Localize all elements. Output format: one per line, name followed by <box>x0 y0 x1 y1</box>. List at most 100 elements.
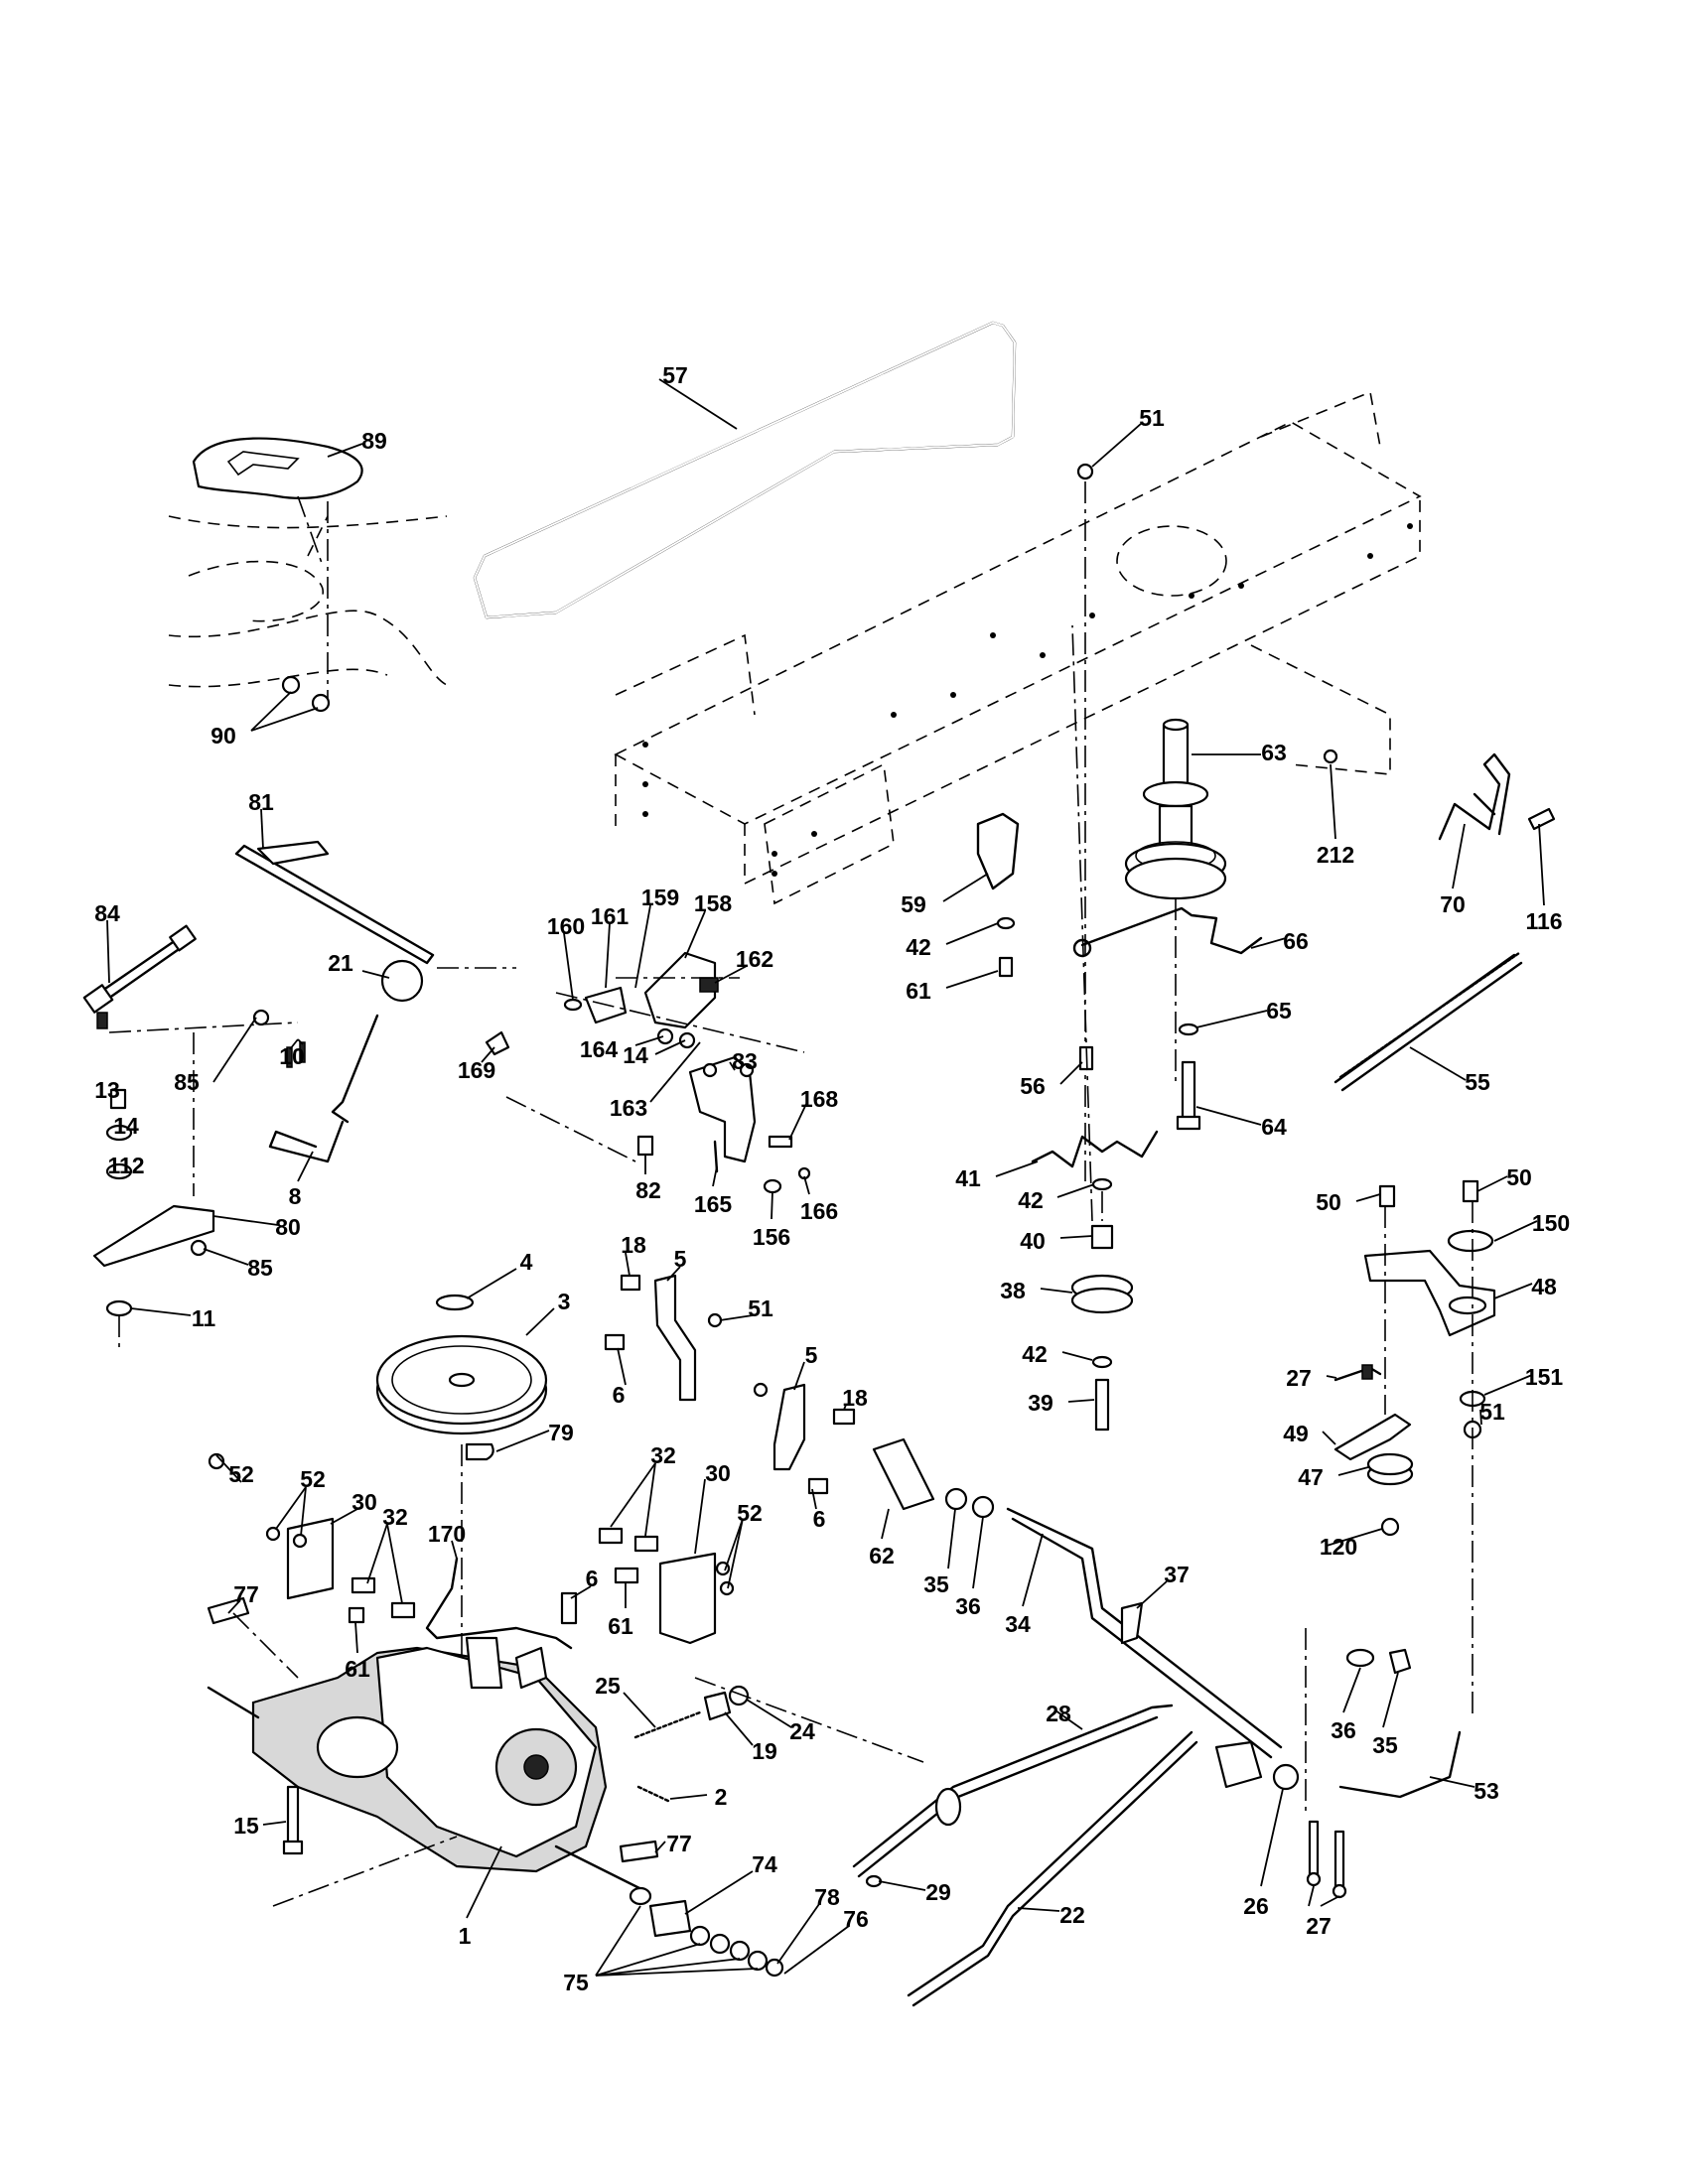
part-label-27b: 27 <box>1306 1913 1332 1939</box>
part-label-84: 84 <box>94 900 120 926</box>
part-label-70: 70 <box>1440 891 1466 917</box>
part-label-29: 29 <box>925 1879 951 1905</box>
spring-55-coils <box>1333 953 1523 1092</box>
part-label-18a: 18 <box>621 1232 646 1258</box>
part-label-3: 3 <box>558 1289 571 1314</box>
springs <box>633 1677 924 1804</box>
part-label-30b: 30 <box>351 1489 377 1515</box>
part-label-26: 26 <box>1243 1893 1269 1919</box>
part-label-77a: 77 <box>233 1581 259 1607</box>
bolt-64 <box>1176 1060 1201 1131</box>
rods-lower-right <box>852 1628 1462 2007</box>
part-label-159: 159 <box>641 885 679 910</box>
part-label-161: 161 <box>591 903 630 929</box>
part-label-77b: 77 <box>666 1831 692 1856</box>
bracket-70 <box>1438 752 1556 841</box>
nuts-90 <box>281 675 331 713</box>
part-label-32a: 32 <box>650 1442 676 1468</box>
part-label-27a: 27 <box>1286 1365 1312 1391</box>
pins-10 <box>286 1041 306 1068</box>
part-label-78: 78 <box>814 1884 840 1910</box>
part-label-50a: 50 <box>1316 1189 1341 1215</box>
part-label-34: 34 <box>1005 1611 1031 1637</box>
part-label-112: 112 <box>107 1153 144 1178</box>
pulley-63 <box>1124 718 1227 1082</box>
part-label-5b: 5 <box>805 1342 818 1368</box>
part-label-40: 40 <box>1020 1228 1046 1254</box>
part-label-170: 170 <box>428 1521 466 1547</box>
part-label-6b: 6 <box>813 1506 826 1532</box>
rod-66 <box>1080 906 1263 955</box>
part-label-85b: 85 <box>247 1255 273 1281</box>
bracket-5a <box>604 1274 723 1402</box>
part-label-76: 76 <box>843 1906 869 1932</box>
part-label-65: 65 <box>1266 998 1292 1024</box>
part-label-85a: 85 <box>174 1069 200 1095</box>
part-label-42c: 42 <box>1022 1341 1048 1367</box>
part-label-41: 41 <box>955 1165 981 1191</box>
frame-outline <box>614 390 1422 905</box>
part-label-61b: 61 <box>608 1613 633 1639</box>
part-label-168: 168 <box>800 1086 839 1112</box>
part-label-90: 90 <box>210 723 236 749</box>
rod-84 <box>82 924 299 1033</box>
part-label-116: 116 <box>1525 908 1562 934</box>
part-label-212: 212 <box>1317 842 1354 868</box>
part-label-13: 13 <box>94 1077 120 1103</box>
part-label-156: 156 <box>753 1224 790 1250</box>
stack-41 <box>1031 624 1159 1432</box>
part-label-66: 66 <box>1283 928 1309 954</box>
part-label-52a: 52 <box>228 1461 254 1487</box>
part-label-160: 160 <box>547 913 585 939</box>
part-label-52c: 52 <box>737 1500 763 1526</box>
plate-30b <box>560 1527 735 1645</box>
part-label-5a: 5 <box>674 1246 687 1272</box>
part-label-120: 120 <box>1320 1534 1357 1560</box>
part-label-6c: 6 <box>586 1566 599 1591</box>
pulley-3 <box>375 1294 548 1658</box>
part-label-61a: 61 <box>906 978 931 1004</box>
part-label-32b: 32 <box>382 1504 408 1530</box>
part-label-150: 150 <box>1532 1210 1570 1236</box>
bracket-165 <box>688 1055 757 1173</box>
part-label-35a: 35 <box>923 1571 949 1597</box>
part-label-79: 79 <box>548 1420 574 1445</box>
part-label-47: 47 <box>1298 1464 1324 1490</box>
part-label-89: 89 <box>361 428 387 454</box>
part-label-55: 55 <box>1465 1069 1490 1095</box>
part-label-19: 19 <box>752 1738 777 1764</box>
part-label-51b: 51 <box>748 1296 773 1321</box>
part-label-166: 166 <box>800 1198 838 1224</box>
part-label-62: 62 <box>869 1543 895 1569</box>
part-label-158: 158 <box>694 890 733 916</box>
nut-212 <box>1323 749 1338 764</box>
part-label-151: 151 <box>1525 1364 1564 1390</box>
linkage-158 <box>555 951 805 1053</box>
part-label-37: 37 <box>1164 1562 1190 1587</box>
part-label-83: 83 <box>732 1048 758 1074</box>
part-label-57: 57 <box>662 362 688 388</box>
nut-85 <box>252 1009 270 1026</box>
part-label-8: 8 <box>289 1183 302 1209</box>
part-label-80: 80 <box>275 1214 301 1240</box>
part-label-165: 165 <box>694 1191 733 1217</box>
part-label-14a: 14 <box>623 1042 648 1068</box>
part-label-164: 164 <box>580 1036 619 1062</box>
bracket-5b <box>753 1382 856 1495</box>
drive-belt <box>473 321 1017 619</box>
part-label-56: 56 <box>1020 1073 1046 1099</box>
part-label-30a: 30 <box>705 1460 731 1486</box>
plate-30a <box>208 1452 416 1624</box>
part-label-15: 15 <box>233 1813 259 1839</box>
part-label-42a: 42 <box>906 934 931 960</box>
lever-8 <box>268 959 424 1163</box>
part-label-36b: 36 <box>1331 1717 1356 1743</box>
part-label-6a: 6 <box>613 1382 626 1408</box>
part-label-64: 64 <box>1261 1114 1287 1140</box>
shaft-34 <box>872 1437 1283 1759</box>
clip-59 <box>976 812 1020 978</box>
part-label-162: 162 <box>736 946 773 972</box>
part-label-22: 22 <box>1059 1902 1085 1928</box>
